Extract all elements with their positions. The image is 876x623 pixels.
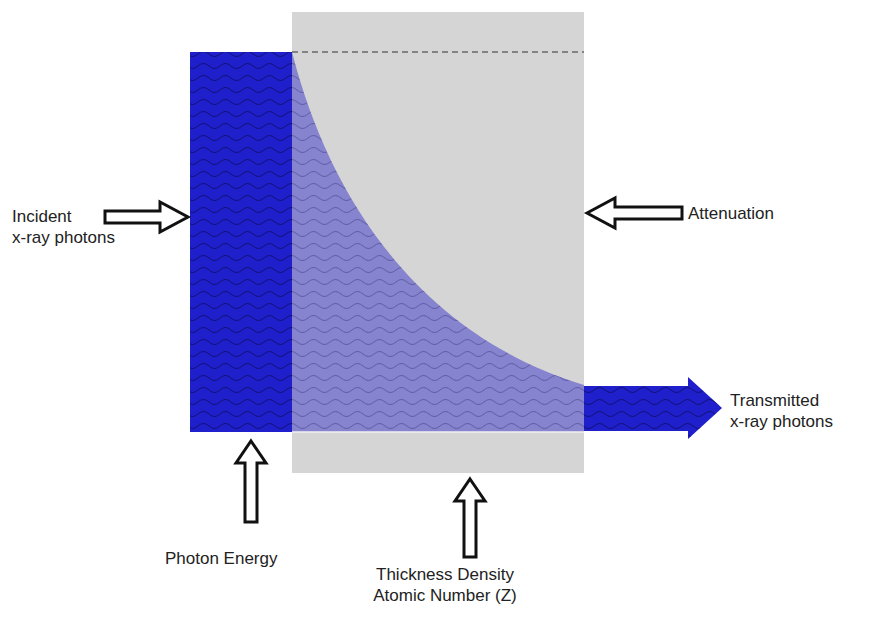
transmitted-arrow [584, 377, 722, 439]
pointer-arrow [236, 441, 266, 522]
incident-beam [190, 52, 292, 432]
transmitted-wave-texture [584, 377, 722, 439]
reference-line [292, 51, 584, 52]
pointer-arrow [455, 479, 485, 557]
absorber-slab [292, 12, 584, 473]
attenuated-wave-texture [292, 52, 584, 432]
factor-label: Photon Energy [165, 548, 277, 569]
attenuation-label: Attenuation [688, 203, 774, 224]
incident-wave-texture [190, 52, 292, 432]
beam-label: Incident x-ray photons [12, 206, 115, 248]
beam-label: Transmitted x-ray photons [730, 390, 833, 432]
factor-label: Thickness Density Atomic Number (Z) [373, 564, 517, 606]
attenuation-curve-area [292, 52, 584, 432]
pointer-arrow [587, 198, 682, 228]
slab-base-line [292, 431, 584, 433]
pointer-arrow [105, 202, 188, 232]
